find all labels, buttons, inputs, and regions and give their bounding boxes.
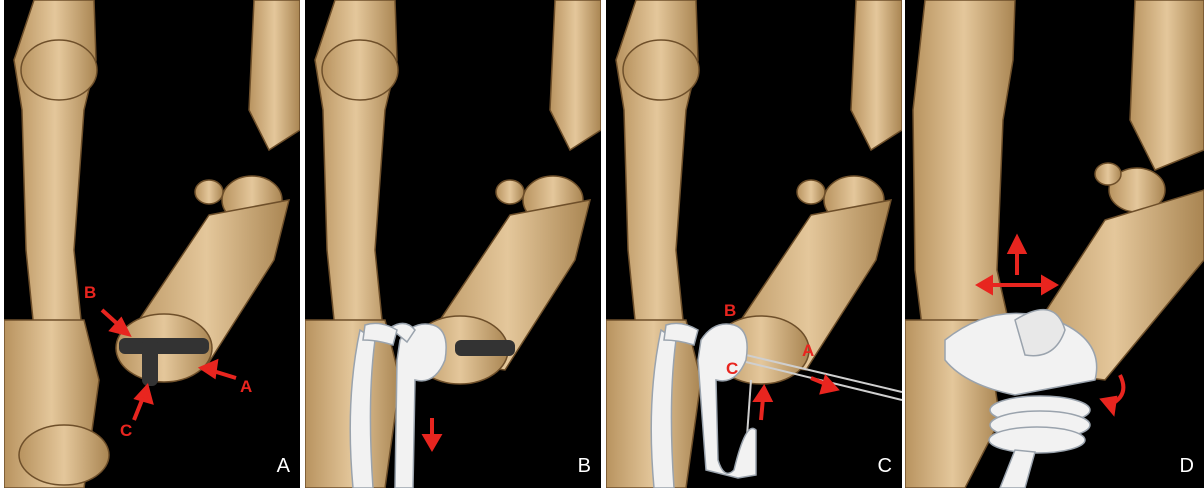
panel-letter: B: [578, 456, 591, 476]
bone-tunnel-horizontal: [119, 338, 209, 354]
panel-a: B A C A: [4, 0, 300, 488]
panel-c: B A C C: [606, 0, 902, 488]
marker-label-a: A: [802, 342, 814, 359]
tendon-graft: [651, 323, 756, 488]
marker-label-b: B: [724, 302, 736, 319]
bone-tunnel-vertical: [142, 338, 158, 386]
marker-label-c: C: [120, 422, 132, 439]
panel-letter: C: [878, 456, 892, 476]
panel-letter: D: [1180, 456, 1194, 476]
graft-illustration: [305, 0, 601, 488]
tendon-graft: [350, 323, 446, 488]
marker-label-c: C: [726, 360, 738, 377]
direction-arrow: [425, 418, 439, 448]
graft-illustration: [905, 0, 1204, 488]
panel-d: D: [905, 0, 1204, 488]
panel-letter: A: [277, 456, 290, 476]
marker-label-b: B: [84, 284, 96, 301]
bone-illustration: [4, 0, 300, 488]
panel-b: B: [305, 0, 601, 488]
graft-illustration: [606, 0, 902, 488]
marker-label-a: A: [240, 378, 252, 395]
